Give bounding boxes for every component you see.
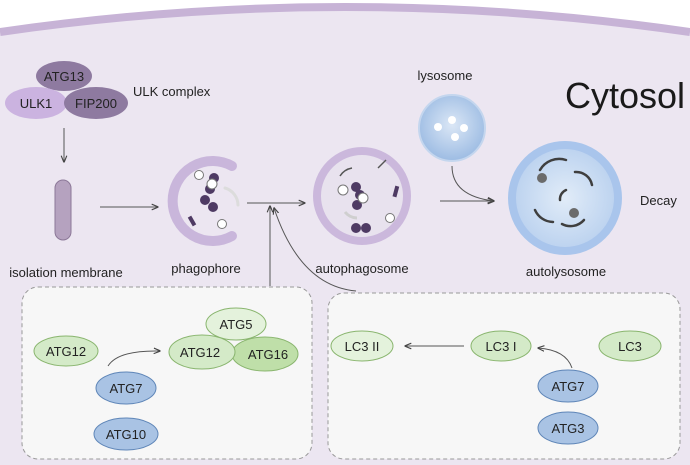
lc3-processing-arrow xyxy=(538,348,573,369)
atg5-node xyxy=(205,307,267,341)
lc3-i-label: LC3 I xyxy=(485,339,516,354)
ulk1-label: ULK1 xyxy=(20,96,53,111)
lc3-i-node xyxy=(470,330,532,362)
autophagosome-label: autophagosome xyxy=(315,261,408,276)
atg12-label: ATG12 xyxy=(46,344,86,359)
atg13-node xyxy=(36,61,92,91)
atg13-label: ATG13 xyxy=(44,69,84,84)
atg12-product-label: ATG12 xyxy=(180,345,220,360)
lc3-node xyxy=(598,330,662,362)
atg7-label-b: ATG7 xyxy=(552,379,585,394)
lysosome-shape xyxy=(418,94,486,162)
atg16-label: ATG16 xyxy=(248,347,288,362)
phagophore-shape xyxy=(167,156,240,246)
atg12-conjugation-arrow xyxy=(107,351,160,367)
ulk-complex: ATG13 ULK1 FIP200 ULK complex xyxy=(5,61,211,119)
lc3-ii-label: LC3 II xyxy=(345,339,380,354)
ulk-complex-label: ULK complex xyxy=(133,84,211,99)
fip200-label: FIP200 xyxy=(75,96,117,111)
atg7-node-b xyxy=(537,369,599,403)
atg7-node-a xyxy=(95,371,157,405)
ulk1-node xyxy=(5,87,67,119)
atg10-label: ATG10 xyxy=(106,427,146,442)
lysosome-label: lysosome xyxy=(418,68,473,83)
cytosol-label: Cytosol xyxy=(565,75,685,116)
decay-label: Decay xyxy=(640,193,677,208)
atg10-node xyxy=(93,417,159,451)
lysosome-fusion-arrow xyxy=(451,165,494,201)
fip200-node xyxy=(64,87,128,119)
atg5-label: ATG5 xyxy=(220,317,253,332)
autolysosome-shape xyxy=(508,141,622,255)
isolation-membrane-label: isolation membrane xyxy=(9,265,122,280)
atg7-label-a: ATG7 xyxy=(110,381,143,396)
atg3-node xyxy=(537,411,599,445)
atg12-product-node xyxy=(168,334,236,370)
phagophore-label: phagophore xyxy=(171,261,240,276)
lc3-conjugation-panel: LC3 II LC3 I LC3 ATG7 ATG3 xyxy=(327,292,681,460)
atg3-label: ATG3 xyxy=(552,421,585,436)
lc3-label: LC3 xyxy=(618,339,642,354)
isolation-membrane-shape xyxy=(54,179,72,241)
atg12-conjugation-panel: ATG12 ATG7 ATG10 ATG5 ATG16 ATG12 xyxy=(21,286,313,460)
cell-membrane xyxy=(0,3,690,36)
lc3-ii-node xyxy=(330,330,394,362)
lc3-system-arrow xyxy=(274,208,357,292)
autolysosome-label: autolysosome xyxy=(526,264,606,279)
atg12-node xyxy=(33,335,99,367)
autophagosome-shape xyxy=(313,147,411,245)
